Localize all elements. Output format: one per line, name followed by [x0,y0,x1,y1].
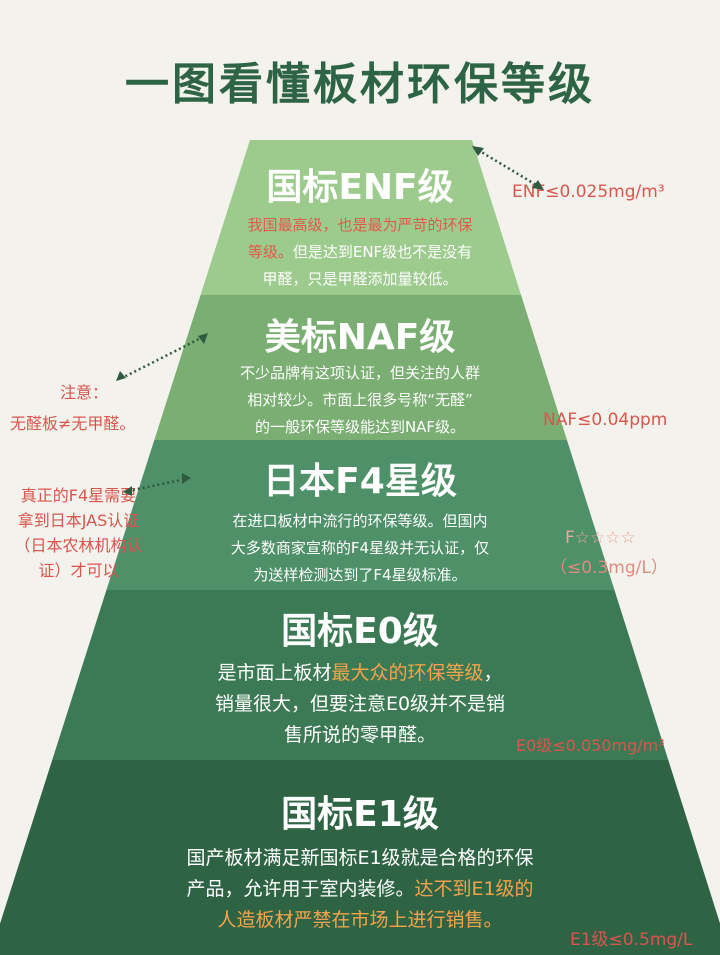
naf-note-2: 无醛板≠无甲醛。 [10,414,136,433]
f4-limit-2: （≤0.3mg/L） [550,558,668,578]
e1-line1: 国产板材满足新国标E1级就是合格的环保 [186,847,534,869]
f4-note-4: 证）才可以 [38,561,119,580]
f4-note-1: 真正的F4星需要 [20,486,137,505]
f4-content: 日本F4星级 在进口板材中流行的环保等级。但国内 大多数商家宣称的F4星级并无认… [0,452,720,589]
enf-line2-red: 等级。 [247,243,293,261]
tier-e1 [0,760,720,955]
e0-limit: E0级≤0.050mg/m³ [516,736,665,755]
naf-content: 美标NAF级 不少品牌有这项认证，但关注的人群 相对较少。市面上很多号称“无醛”… [0,308,720,441]
f4-line1: 在进口板材中流行的环保等级。但国内 [232,512,488,530]
e0-line1a: 是市面上板材 [217,662,332,684]
e0-heading: 国标E0级 [281,611,439,652]
f4-note: 真正的F4星需要 拿到日本JAS认证 （日本农林机构认 证）才可以 [6,483,151,583]
naf-line2: 相对较少。市面上很多号称“无醛” [247,391,473,409]
naf-line3: 的一般环保等级能达到NAF级。 [254,418,466,436]
enf-limit: ENF≤0.025mg/m³ [512,182,665,202]
enf-line1: 我国最高级，也是最为严苛的环保 [247,216,473,234]
e1-heading: 国标E1级 [281,794,439,835]
f4-limit-1: F☆☆☆☆ [565,528,636,548]
f4-note-3: （日本农林机构认 [14,536,143,555]
enf-heading: 国标ENF级 [266,167,454,208]
e1-line2-highlight: 达不到E1级的 [414,878,534,900]
f4-line2: 大多数商家宣称的F4星级并无认证，仅 [230,539,490,557]
e1-content: 国标E1级 国产板材满足新国标E1级就是合格的环保 产品，允许用于室内装修。达不… [0,785,720,936]
naf-note-1: 注意： [60,383,109,402]
naf-limit: NAF≤0.04ppm [543,410,668,430]
e0-content: 国标E0级 是市面上板材最大众的环保等级， 销量很大，但要注意E0级并不是销 售… [0,602,720,751]
naf-heading: 美标NAF级 [264,317,456,358]
f4-note-2: 拿到日本JAS认证 [17,511,140,530]
f4-heading: 日本F4星级 [263,461,457,502]
e0-line1c: ， [483,662,503,684]
e0-line2: 销量很大，但要注意E0级并不是销 [214,693,506,715]
f4-line3: 为送样检测达到了F4星级标准。 [253,566,467,584]
naf-line1: 不少品牌有这项认证，但关注的人群 [239,364,480,382]
enf-line3: 甲醛，只是甲醛添加量较低。 [262,270,458,288]
enf-line2: 但是达到ENF级也不是没有 [292,243,473,261]
e1-line2a: 产品，允许用于室内装修。 [186,878,415,900]
e0-line1-highlight: 最大众的环保等级 [331,662,484,684]
enf-content: 国标ENF级 我国最高级，也是最为严苛的环保 等级。但是达到ENF级也不是没有 … [0,158,720,293]
e1-limit: E1级≤0.5mg/L [570,930,693,950]
e1-line3: 人造板材严禁在市场上进行销售。 [217,909,503,931]
tier-e0 [0,590,720,760]
page-title: 一图看懂板材环保等级 [125,59,595,110]
e0-line3: 售所说的零甲醛。 [283,724,436,746]
